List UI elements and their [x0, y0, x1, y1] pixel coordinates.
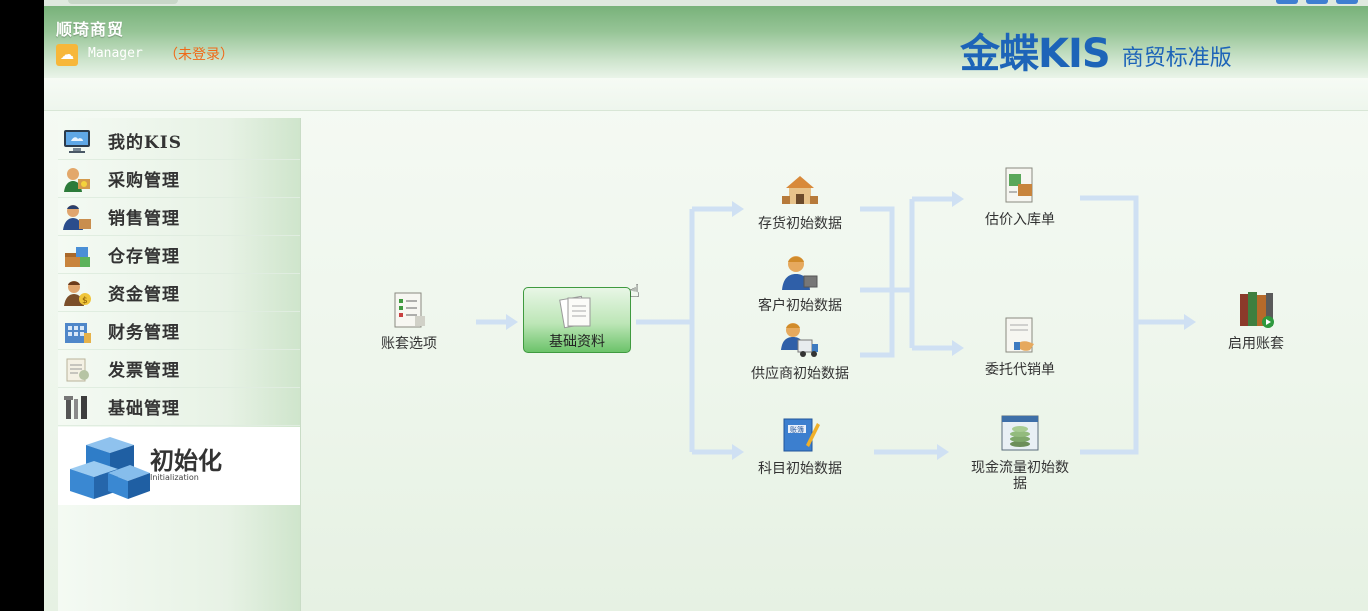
receipt-box-icon	[1005, 167, 1033, 203]
company-name: 顺琦商贸	[56, 20, 125, 39]
sidebar-item-purchase[interactable]: 采购管理	[58, 160, 300, 198]
toolbar-strip	[44, 78, 1368, 111]
account-init-label: 科目初始数据	[758, 461, 842, 477]
sidebar-item-label: 仓存管理	[108, 247, 180, 267]
arrow-head	[732, 201, 744, 217]
supplier-init-label: 供应商初始数据	[751, 366, 849, 382]
sales-icon	[62, 203, 92, 231]
enable-account-node[interactable]: 启用账套	[1218, 290, 1294, 352]
handshake-doc-icon	[1005, 317, 1034, 353]
basic-data-button[interactable]: 基础资料	[523, 287, 631, 353]
cashflow-init-node[interactable]: 现金流量初始数据	[962, 414, 1078, 492]
connector	[860, 206, 895, 358]
app-header: 顺琦商贸 ☁ Manager （未登录） 金蝶KIS 商贸标准版	[44, 6, 1368, 78]
checklist-icon	[394, 292, 425, 328]
sidebar-item-invoice[interactable]: 发票管理	[58, 350, 300, 388]
sidebar-item-my-kis[interactable]: 我的KIS	[58, 122, 300, 160]
warehouse-house-icon	[782, 176, 818, 204]
sidebar-item-label: 资金管理	[108, 285, 180, 305]
account-init-node[interactable]: 账簿 科目初始数据	[748, 415, 852, 477]
consign-sales-label: 委托代销单	[985, 362, 1055, 378]
sidebar-item-label: 我的KIS	[108, 133, 183, 153]
close-button[interactable]	[1336, 0, 1358, 4]
sidebar-item-label: 销售管理	[108, 209, 180, 229]
sidebar-item-label: 基础管理	[108, 399, 180, 419]
flow-diagram	[476, 191, 1196, 460]
arrow-head	[952, 340, 964, 356]
sidebar-item-finance[interactable]: 财务管理	[58, 312, 300, 350]
money-icon: $	[62, 279, 92, 307]
brand-sub: 商贸标准版	[1121, 46, 1232, 71]
top-strip	[44, 0, 1368, 6]
arrow-head	[506, 314, 518, 330]
inventory-init-label: 存货初始数据	[758, 216, 842, 232]
maximize-button[interactable]	[1306, 0, 1328, 4]
arrow-head	[732, 444, 744, 460]
customer-icon	[782, 256, 818, 290]
cash-register-icon	[1001, 415, 1039, 451]
customer-init-node[interactable]: 客户初始数据	[748, 252, 852, 314]
sidebar: 我的KIS 采购管理 销售管理 仓存管理 $ 资金管理	[58, 118, 301, 611]
user-name: Manager	[88, 46, 143, 61]
estimate-receipt-node[interactable]: 估价入库单	[970, 166, 1070, 228]
connector	[1080, 195, 1139, 455]
sidebar-item-label: 财务管理	[108, 323, 180, 343]
account-options-label: 账套选项	[381, 336, 437, 352]
sidebar-item-label: 采购管理	[108, 171, 180, 191]
finance-icon	[62, 317, 92, 345]
initialization-subtitle: Initialization	[150, 473, 199, 482]
app-window: 顺琦商贸 ☁ Manager （未登录） 金蝶KIS 商贸标准版 我的KIS 采…	[44, 0, 1368, 611]
svg-text:$: $	[82, 296, 88, 306]
monitor-icon	[62, 127, 92, 155]
consign-sales-node[interactable]: 委托代销单	[970, 316, 1070, 378]
enable-account-label: 启用账套	[1228, 336, 1284, 352]
minimize-button[interactable]	[1276, 0, 1298, 4]
sidebar-item-label: 发票管理	[108, 361, 180, 381]
supplier-truck-icon	[781, 323, 818, 357]
supplier-init-node[interactable]: 供应商初始数据	[742, 320, 858, 382]
invoice-icon	[62, 355, 92, 383]
sidebar-item-basic[interactable]: 基础管理	[58, 388, 300, 426]
books-play-icon	[1240, 292, 1274, 328]
account-options-node[interactable]: 账套选项	[376, 290, 442, 352]
inventory-init-node[interactable]: 存货初始数据	[748, 170, 852, 232]
sidebar-item-sales[interactable]: 销售管理	[58, 198, 300, 236]
brand-logo: 金蝶KIS 商贸标准版	[960, 34, 1232, 74]
customer-init-label: 客户初始数据	[758, 298, 842, 314]
weather-icon: ☁	[56, 44, 78, 66]
warehouse-icon	[62, 241, 92, 269]
sidebar-item-initialization[interactable]: 初始化 Initialization	[58, 427, 300, 505]
arrow-head	[937, 444, 949, 460]
login-status[interactable]: （未登录）	[164, 47, 234, 63]
basic-data-label: 基础资料	[549, 334, 605, 350]
ledger-book-icon: 账簿	[783, 418, 820, 452]
hand-cursor-icon: ☝	[629, 281, 640, 302]
cube-icon	[70, 437, 150, 499]
arrow-head	[952, 191, 964, 207]
brand-main: 金蝶KIS	[960, 31, 1111, 77]
purchase-icon	[62, 165, 92, 193]
documents-icon	[559, 295, 591, 329]
svg-text:账簿: 账簿	[790, 425, 804, 434]
sidebar-item-warehouse[interactable]: 仓存管理	[58, 236, 300, 274]
sidebar-item-funds[interactable]: $ 资金管理	[58, 274, 300, 312]
tools-icon	[62, 393, 92, 421]
initialization-title: 初始化	[150, 447, 222, 475]
window-tab[interactable]	[68, 0, 178, 4]
cashflow-init-label: 现金流量初始数据	[971, 460, 1069, 492]
arrow-head	[1184, 314, 1196, 330]
estimate-receipt-label: 估价入库单	[985, 212, 1055, 228]
